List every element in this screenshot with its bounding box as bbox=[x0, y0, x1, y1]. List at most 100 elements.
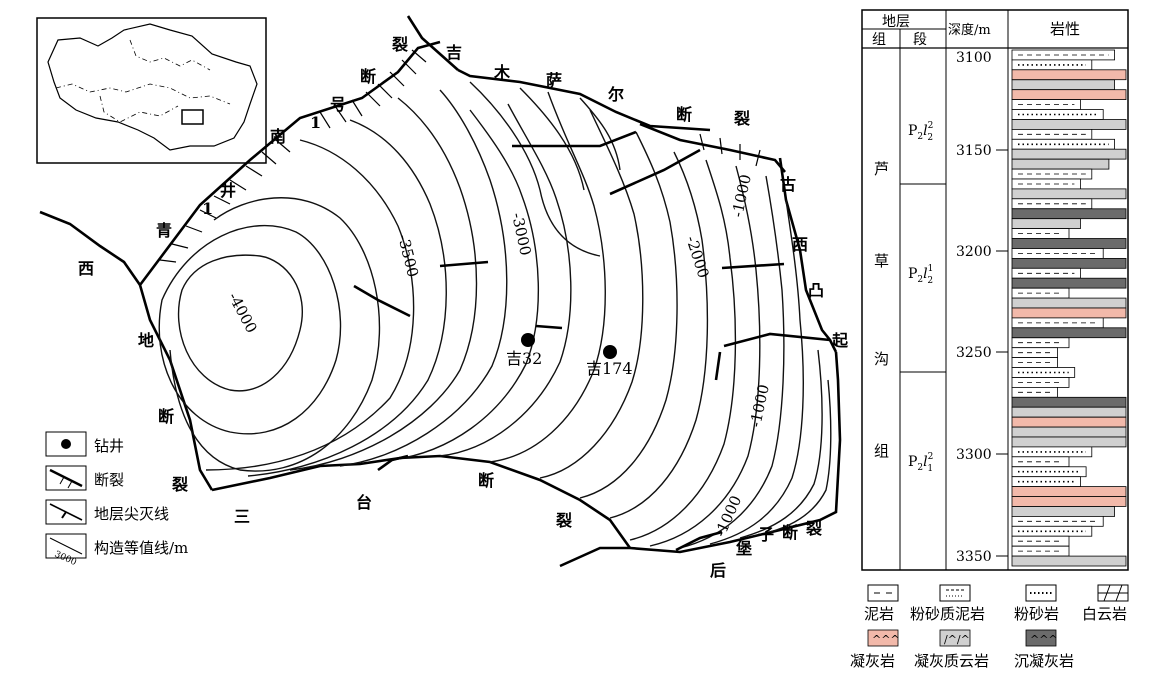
lithology-layer bbox=[1011, 208, 1127, 220]
depth-3350: 3350 bbox=[956, 549, 992, 565]
contour-label-1000-ne: -1000 bbox=[728, 173, 755, 219]
structure-contours bbox=[158, 81, 832, 549]
map-legend: 钻井 断裂 地层尖灭线 3000 构造等值线/m bbox=[45, 431, 188, 568]
label-duan-nw: 断 bbox=[360, 67, 376, 86]
lithology-layer bbox=[1011, 277, 1127, 289]
rock-legend-mudstone: 泥岩 bbox=[864, 584, 899, 623]
contour-label-3000: -3000 bbox=[508, 211, 535, 257]
formation-char-3: 沟 bbox=[874, 350, 889, 368]
lithology-layer bbox=[1011, 69, 1127, 81]
fault-line-ne bbox=[639, 122, 786, 173]
formation-char-2: 草 bbox=[874, 252, 889, 270]
label-bao: 堡 bbox=[736, 539, 752, 558]
contour-label-1000-e: -1000 bbox=[746, 383, 773, 429]
lithology-layer bbox=[1011, 436, 1127, 448]
fault-line-se bbox=[629, 351, 842, 554]
label-lie-w: 裂 bbox=[171, 475, 188, 494]
lithology-layer bbox=[1011, 158, 1110, 170]
rock-legend-silty-mudstone: 粉砂质泥岩 bbox=[910, 584, 985, 623]
legend-label-contour: 构造等值线/m bbox=[94, 539, 188, 557]
label-qing: 青 bbox=[156, 221, 172, 240]
lithology-layer bbox=[1011, 496, 1127, 507]
svg-text:/^/^: /^/^ bbox=[944, 633, 970, 646]
lithology-layer bbox=[1011, 486, 1127, 497]
fault-line-w bbox=[138, 284, 214, 491]
lithology-layer bbox=[1011, 555, 1127, 567]
lithology-layer bbox=[1011, 297, 1127, 309]
header-lithology: 岩性 bbox=[1050, 20, 1080, 38]
depth-ticks: 3100 3150 3200 3250 3300 3350 bbox=[956, 50, 1008, 565]
depth-3250: 3250 bbox=[956, 345, 992, 361]
svg-text:白云岩: 白云岩 bbox=[1082, 605, 1127, 623]
lithology-layer bbox=[1011, 426, 1127, 438]
lithology-layer bbox=[1011, 238, 1127, 249]
lithology-layer bbox=[1011, 396, 1127, 408]
label-er: 尔 bbox=[608, 85, 624, 104]
structure-map: -4000 -3500 -3000 -2000 -1000 -1000 -100… bbox=[39, 15, 849, 580]
formation-char-1: 芦 bbox=[874, 160, 889, 178]
rock-legend-dolomite: 白云岩 bbox=[1082, 584, 1129, 623]
label-zi: 子 bbox=[758, 525, 774, 544]
fault-line-far-n bbox=[406, 15, 459, 71]
lithology-layer bbox=[1011, 367, 1076, 378]
study-area-box bbox=[181, 109, 204, 125]
header-strata: 地层 bbox=[882, 14, 910, 30]
legend-label-well: 钻井 bbox=[94, 437, 124, 455]
lithology-layer bbox=[1011, 406, 1127, 418]
header-formation: 组 bbox=[872, 32, 886, 48]
depth-3200: 3200 bbox=[956, 244, 992, 260]
well-ji174-marker bbox=[603, 345, 617, 359]
lithology-layer bbox=[1011, 307, 1127, 319]
label-1a: 1 bbox=[202, 199, 213, 218]
formation-char-4: 组 bbox=[874, 442, 889, 460]
label-san: 三 bbox=[234, 507, 250, 526]
wells: 吉32 吉174 bbox=[506, 333, 633, 378]
header-depth: 深度/m bbox=[948, 22, 991, 38]
lithology-layer bbox=[1011, 79, 1115, 91]
label-lie-nw: 裂 bbox=[391, 35, 408, 54]
legend-label-fault: 断裂 bbox=[94, 471, 124, 489]
depth-3100: 3100 bbox=[956, 50, 992, 66]
lithology-layer bbox=[1011, 119, 1127, 130]
label-hao: 号 bbox=[330, 95, 346, 114]
svg-text:凝灰岩: 凝灰岩 bbox=[850, 652, 895, 670]
lithology-layer bbox=[1011, 109, 1104, 120]
lithology-layer bbox=[1011, 188, 1127, 200]
lithology-layer bbox=[1011, 218, 1081, 229]
label-xi: 西 bbox=[78, 259, 94, 278]
contour-value-labels: -4000 -3500 -3000 -2000 -1000 -1000 -100… bbox=[224, 173, 772, 540]
well-ji174-label: 吉174 bbox=[586, 359, 633, 378]
depth-3150: 3150 bbox=[956, 143, 992, 159]
rock-legend-siltstone: 粉砂岩 bbox=[1014, 584, 1059, 623]
pinchout-lines bbox=[353, 130, 831, 552]
fault-line-n bbox=[457, 68, 711, 132]
fault-line-far-s bbox=[559, 546, 630, 568]
label-tai: 台 bbox=[356, 493, 372, 512]
lithology-layer bbox=[1011, 168, 1093, 180]
lithology-layer bbox=[1011, 128, 1093, 140]
label-1b: 1 bbox=[310, 113, 321, 132]
label-mu: 木 bbox=[493, 63, 511, 82]
label-sa: 萨 bbox=[546, 71, 562, 90]
lithology-layer bbox=[1011, 148, 1127, 160]
legend-label-pinchout: 地层尖灭线 bbox=[94, 505, 169, 523]
label-duan-n: 断 bbox=[676, 105, 692, 124]
well-ji32-marker bbox=[521, 333, 535, 347]
label-lie-n: 裂 bbox=[733, 109, 750, 128]
depth-3300: 3300 bbox=[956, 447, 992, 463]
fault-line-icon bbox=[49, 468, 83, 488]
label-duan-s: 断 bbox=[478, 471, 494, 490]
lithology-layer bbox=[1011, 327, 1127, 339]
svg-text:凝灰质云岩: 凝灰质云岩 bbox=[914, 652, 989, 670]
location-inset-map bbox=[36, 17, 267, 164]
well-ji32-label: 吉32 bbox=[506, 349, 542, 368]
lithology-layer bbox=[1011, 416, 1127, 428]
label-tu: 凸 bbox=[808, 281, 824, 300]
